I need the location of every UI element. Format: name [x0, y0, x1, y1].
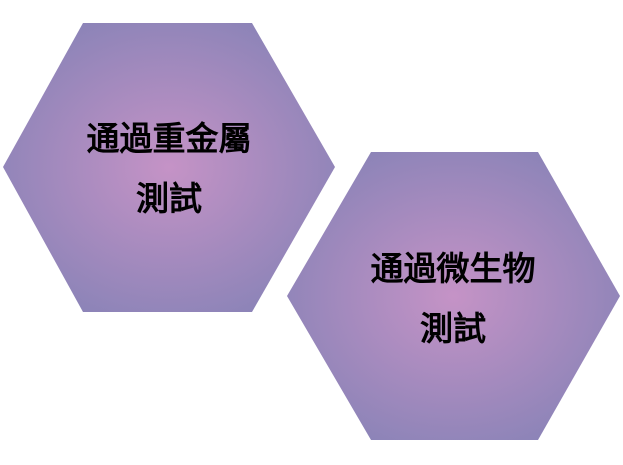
hexagon-heavy-metal-label-line1: 通過重金屬 [87, 119, 252, 158]
hexagon-shape [3, 23, 335, 312]
hexagon-heavy-metal-test: 通過重金屬 測試 [3, 23, 335, 312]
hexagon-microbial-test: 通過微生物 測試 [287, 152, 620, 440]
hexagon-microbial-label-line1: 通過微生物 [371, 249, 536, 288]
hexagon-heavy-metal-label-line2: 測試 [136, 179, 202, 218]
hexagon-shape [287, 152, 620, 440]
hexagon-microbial-label-line2: 測試 [420, 309, 486, 348]
